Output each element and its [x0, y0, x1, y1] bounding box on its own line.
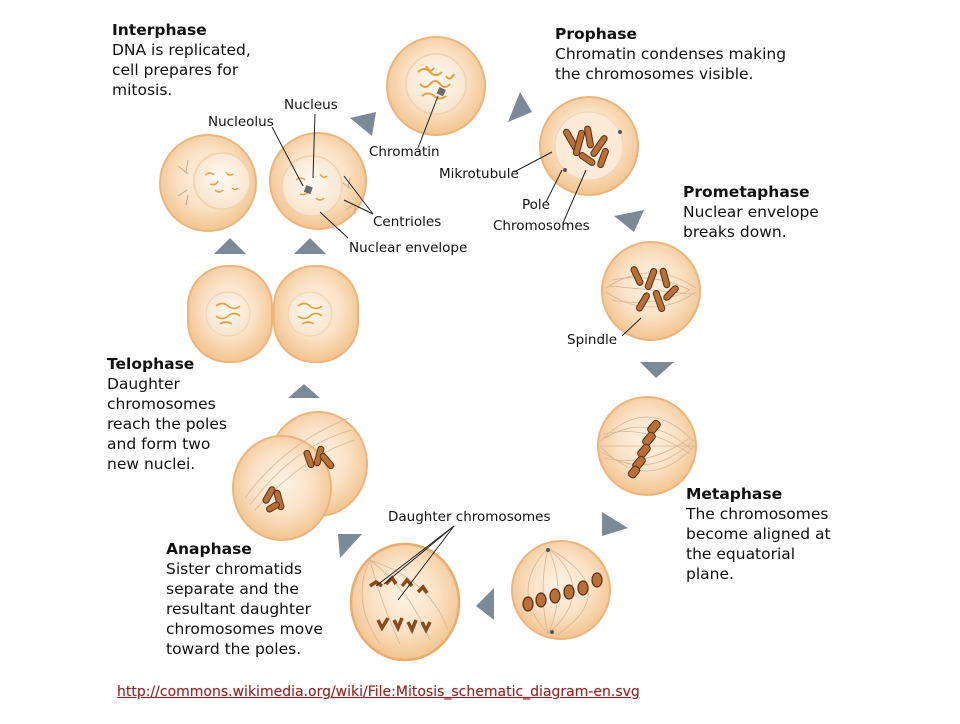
arrow-3 — [614, 210, 644, 232]
anaphase-desc-3: resultant daughter — [166, 600, 311, 618]
prometaphase-desc-1: Nuclear envelope — [683, 203, 819, 221]
anaphase-desc-5: toward the poles. — [166, 640, 302, 658]
leader-lines — [271, 95, 642, 601]
interphase-text: Interphase DNA is replicated, cell prepa… — [112, 20, 251, 100]
nucleus-label: Nucleus — [284, 97, 338, 113]
arrow-9 — [214, 238, 246, 254]
telophase-cell — [232, 411, 368, 541]
telophase-desc-1: Daughter — [107, 375, 180, 393]
arrow-10 — [294, 238, 326, 254]
chromatin-label: Chromatin — [369, 144, 440, 160]
anaphase-title: Anaphase — [166, 540, 252, 558]
metaphase-desc-4: plane. — [686, 565, 734, 583]
nuclear-envelope-label: Nuclear envelope — [349, 240, 468, 256]
metaphase-text: Metaphase The chromosomes become aligned… — [686, 484, 831, 584]
telophase-desc-2: chromosomes — [107, 395, 216, 413]
early-prophase-cell — [386, 36, 486, 136]
telophase-desc-5: new nuclei. — [107, 455, 196, 473]
interphase-cell-right — [269, 132, 367, 230]
arrow-5 — [602, 512, 628, 536]
interphase-desc-2: cell prepares for — [112, 61, 239, 79]
prophase-desc-1: Chromatin condenses making — [555, 45, 787, 63]
telophase-text: Telophase Daughter chromosomes reach the… — [107, 354, 227, 474]
anaphase-desc-4: chromosomes move — [166, 620, 323, 638]
anaphase-desc-1: Sister chromatids — [166, 560, 302, 578]
interphase-cell-left — [159, 134, 257, 232]
prophase-desc-2: the chromosomes visible. — [555, 65, 754, 83]
nucleolus-label: Nucleolus — [208, 114, 274, 130]
prophase-title: Prophase — [555, 25, 637, 43]
anaphase-cell — [349, 542, 461, 662]
metaphase-title: Metaphase — [686, 485, 783, 503]
prometaphase-text: Prometaphase Nuclear envelope breaks dow… — [683, 182, 819, 242]
arrow-8 — [288, 384, 320, 398]
arrow-4 — [640, 362, 674, 378]
anaphase-text: Anaphase Sister chromatids separate and … — [166, 539, 323, 659]
anaphase-desc-2: separate and the — [166, 580, 299, 598]
prometaphase-desc-2: breaks down. — [683, 223, 787, 241]
prophase-text: Prophase Chromatin condenses making the … — [555, 24, 786, 84]
metaphase-cell — [597, 396, 697, 496]
prophase-cell — [539, 96, 639, 196]
metaphase-desc-2: become aligned at — [686, 525, 831, 543]
prometaphase-title: Prometaphase — [683, 183, 810, 201]
metaphase-desc-3: the equatorial — [686, 545, 796, 563]
metaphase-desc-1: The chromosomes — [686, 505, 829, 523]
mikrotubule-label: Mikrotubule — [439, 166, 519, 182]
arrow-6 — [476, 588, 494, 620]
prometaphase-cell — [601, 241, 701, 341]
arrow-7 — [338, 534, 362, 558]
spindle-label: Spindle — [567, 332, 618, 348]
source-link[interactable]: http://commons.wikimedia.org/wiki/File:M… — [117, 684, 640, 700]
interphase-desc-3: mitosis. — [112, 81, 173, 99]
centrioles-label: Centrioles — [373, 214, 442, 230]
cytokinesis-cells — [187, 265, 359, 363]
early-anaphase-cell — [511, 540, 611, 640]
telophase-desc-3: reach the poles — [107, 415, 227, 433]
arrow-2 — [508, 92, 532, 122]
telophase-title: Telophase — [107, 355, 195, 373]
arrow-1 — [350, 112, 376, 136]
telophase-desc-4: and form two — [107, 435, 211, 453]
pole-label: Pole — [522, 197, 550, 213]
cycle-arrows — [214, 92, 674, 620]
daughter-chromosomes-label: Daughter chromosomes — [388, 509, 551, 525]
interphase-desc-1: DNA is replicated, — [112, 41, 251, 59]
chromosomes-label: Chromosomes — [493, 218, 590, 234]
interphase-title: Interphase — [112, 21, 207, 39]
